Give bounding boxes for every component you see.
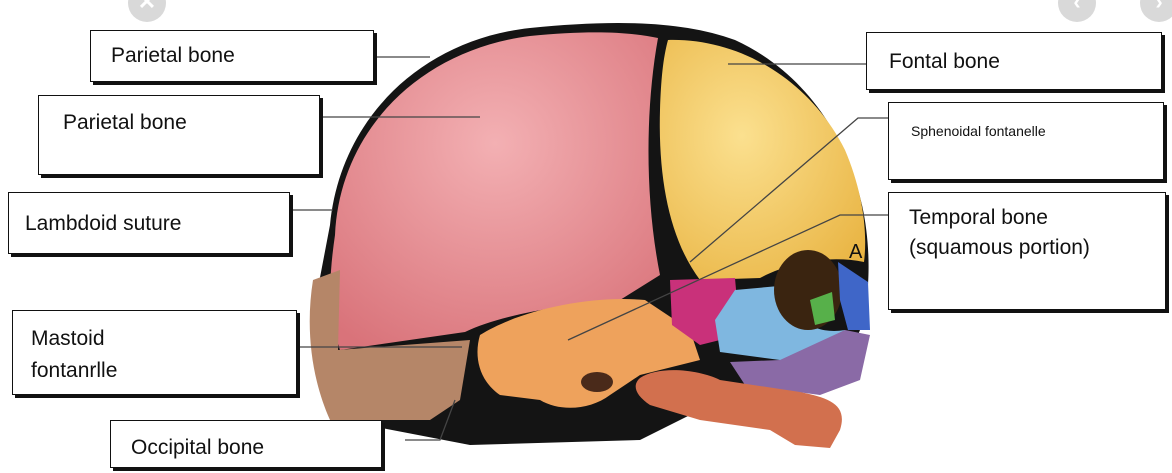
label-frontal-bone: Fontal bone: [866, 32, 1162, 90]
label-text: Occipital bone: [131, 436, 264, 459]
label-text: Fontal bone: [889, 50, 1000, 73]
label-parietal-bone-lower: Parietal bone: [38, 95, 320, 175]
label-parietal-bone-upper: Parietal bone: [90, 30, 374, 82]
label-occipital-bone: Occipital bone: [110, 420, 382, 468]
label-text: Lambdoid suture: [25, 212, 181, 235]
label-text: Parietal bone: [63, 111, 187, 134]
label-sphenoidal-fontanelle: Sphenoidal fontanelle: [888, 102, 1164, 180]
label-lambdoid-suture: Lambdoid suture: [8, 192, 290, 254]
ear-opening: [581, 372, 613, 392]
label-temporal-bone: Temporal bone (squamous portion): [888, 192, 1166, 310]
label-mastoid-fontanelle: Mastoid fontanrlle: [12, 310, 297, 395]
label-text: Sphenoidal fontanelle: [911, 123, 1046, 139]
point-a-label: A: [849, 241, 862, 264]
label-text: Mastoid fontanrlle: [31, 327, 117, 382]
label-text: Parietal bone: [111, 44, 235, 67]
label-text: Temporal bone (squamous portion): [909, 206, 1090, 259]
frontal-bone-shape: [660, 40, 865, 280]
